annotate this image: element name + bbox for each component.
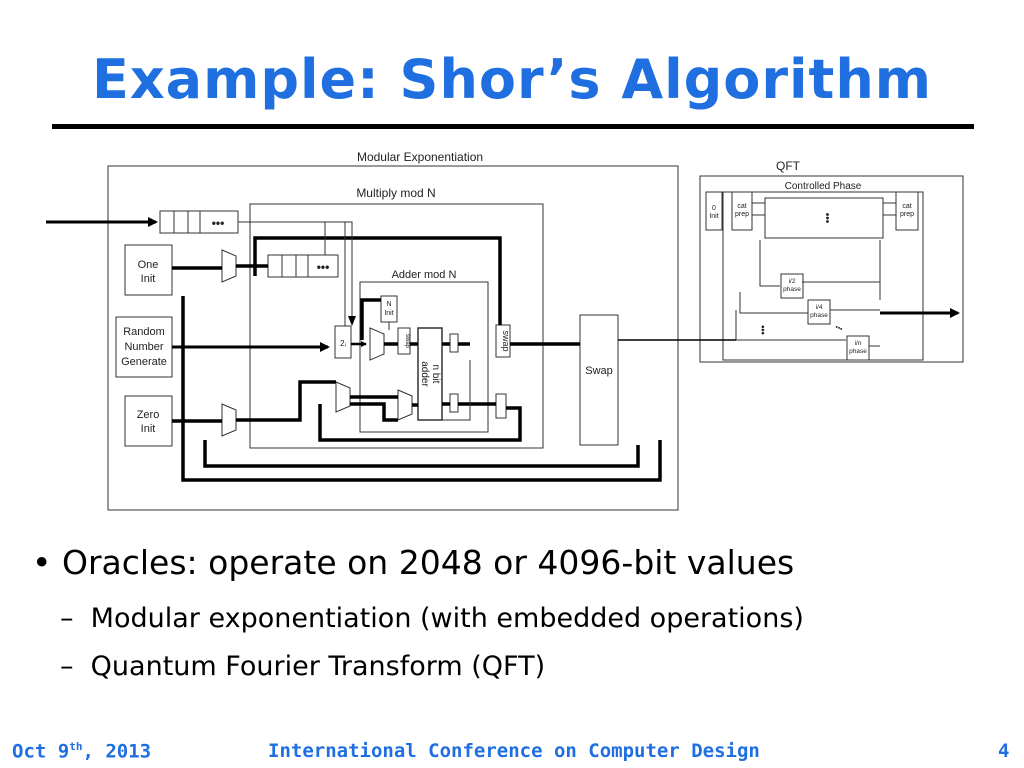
footer-conference: International Conference on Computer Des… [268,740,760,762]
cat-prep-left-box [731,191,753,231]
two-power-i-label: 2ᵢ [340,339,346,348]
thin-wires [238,221,471,421]
qft-phase-dots: ••• [758,325,768,334]
subbullet-text: Quantum Fourier Transform (QFT) [90,651,546,682]
slide-title: Example: Shor’s Algorithm [91,48,933,111]
footer-date: Oct 9th, 2013 [12,740,151,762]
footer-date-year: , 2013 [82,740,152,763]
subbullet-marker: – [60,603,74,634]
phase-in-box [846,335,870,361]
cat-prep-right-box [895,191,919,231]
mux-zero-init [221,403,237,437]
zero-init-box [124,395,173,447]
multiply-swap-box [495,324,511,358]
mux-adder-bottom [397,389,413,421]
input-register-dots: ••• [212,216,225,230]
qft-inner-block [764,197,884,239]
subbullet-text: Modular exponentiation (with embedded op… [90,603,804,634]
multiply-box [249,203,544,449]
bullet-marker: • [32,543,52,582]
controlled-phase-label: Controlled Phase [785,181,862,192]
bullet-main: • Oracles: operate on 2048 or 4096-bit v… [32,543,794,582]
multiply-latch [495,393,507,419]
title-underline [52,124,974,129]
input-register [159,210,239,234]
modexp-label: Modular Exponentiation [357,150,483,164]
qft-wires [735,202,896,347]
big-swap-label: Swap [585,365,613,377]
qft-box [699,175,964,363]
mux-multiply [335,381,351,413]
adder-label: Adder mod N [392,269,457,281]
phase-i2-box [780,273,804,299]
mux-adder-top [369,327,385,361]
footer-page-number: 4 [998,740,1010,762]
modexp-box [107,165,679,511]
mux-one-init [221,249,237,283]
two-power-i-box [334,325,352,359]
subbullet-qft: – Quantum Fourier Transform (QFT) [60,651,545,682]
thick-wires [172,236,662,482]
inner-register-dots: ••• [317,260,330,274]
subbullet-modexp: – Modular exponentiation (with embedded … [60,603,804,634]
qft-label: QFT [776,159,801,173]
multiply-swap-label: swap [501,330,511,351]
multiply-label: Multiply mod N [356,186,435,200]
bullet-text: Oracles: operate on 2048 or 4096-bit val… [61,543,795,582]
footer-date-day: Oct 9 [12,740,70,763]
shor-circuit-diagram: Modular Exponentiation Multiply mod N Ad… [46,150,964,511]
controlled-phase-box [722,191,924,361]
phase-i4-box [807,299,831,325]
thin-wire-arrow [348,316,356,326]
adder-swap-label: swap [404,334,410,349]
adder-swap-box [397,327,411,355]
adder-box [359,281,489,433]
adder-latch-bottom [449,393,459,413]
footer-date-sup: th [69,740,83,753]
n-bit-adder-box [417,327,443,421]
n-init-box [380,295,398,323]
qft-inner-dots: ••• [821,213,832,224]
qft-diagonal-dots: ••• [834,324,844,334]
n-bit-adder-label: n bitadder [419,361,441,387]
adder-latch-top [449,333,459,353]
big-swap-box [579,314,619,446]
one-init-box [124,244,173,296]
qft-zero-init-box [705,191,723,231]
subbullet-marker: – [60,651,74,682]
